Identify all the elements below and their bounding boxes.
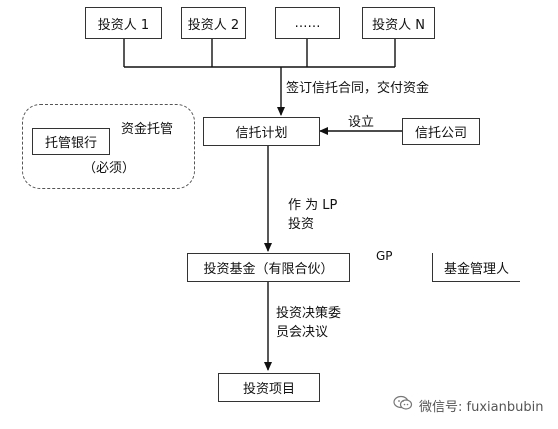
investor-box: 投资人 N	[362, 7, 435, 39]
investor-label: 投资人 2	[187, 17, 240, 33]
fund-label: 投资基金（有限合伙）	[203, 262, 334, 277]
trust-company-box: 信托公司	[402, 118, 480, 145]
establish-label: 设立	[348, 115, 375, 130]
custody-label: 资金托管	[121, 122, 174, 137]
trust-company-label: 信托公司	[414, 126, 467, 141]
project-box: 投资项目	[218, 373, 320, 402]
wechat-icon	[393, 395, 413, 415]
custody-bank-label: 托管银行	[44, 136, 97, 151]
as-lp-label-2: 投资	[288, 217, 315, 232]
investor-label: ……	[294, 15, 321, 31]
custody-bank-box: 托管银行	[32, 128, 110, 155]
project-label: 投资项目	[242, 382, 295, 397]
decision-label: 投资决策委	[276, 306, 342, 321]
investor-label: 投资人 N	[372, 17, 425, 33]
investor-box: ……	[275, 7, 340, 39]
sign-contract-label: 签订信托合同，交付资金	[286, 81, 430, 96]
gp-label: GP	[376, 249, 393, 263]
watermark: 微信号: fuxianbubin	[393, 395, 543, 415]
as-lp-label: 作 为 LP	[288, 198, 338, 213]
fund-manager-box: 基金管理人	[432, 253, 520, 282]
investor-label: 投资人 1	[97, 17, 150, 33]
trust-plan-label: 信托计划	[235, 126, 288, 141]
investor-box: 投资人 2	[181, 7, 246, 39]
trust-plan-box: 信托计划	[203, 117, 320, 146]
decision-label-2: 员会决议	[276, 325, 329, 340]
watermark-text: 微信号: fuxianbubin	[419, 399, 544, 415]
investor-box: 投资人 1	[85, 7, 162, 39]
fund-manager-label: 基金管理人	[443, 261, 509, 277]
custody-group	[22, 104, 195, 189]
fund-box: 投资基金（有限合伙）	[187, 253, 350, 282]
custody-note: （必须）	[83, 161, 136, 176]
